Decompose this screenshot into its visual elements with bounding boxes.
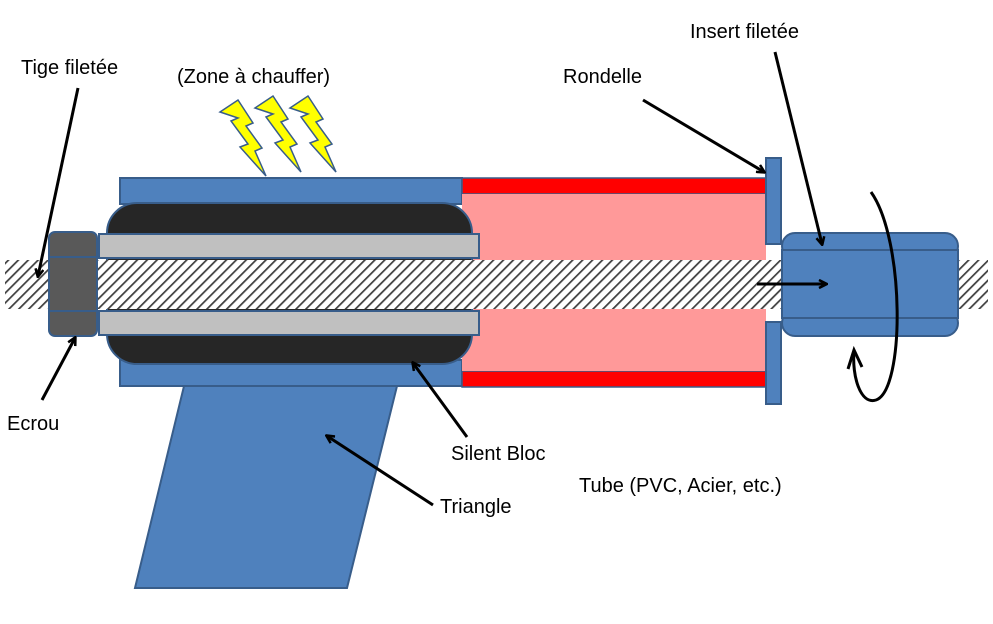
lower-sleeve [98, 310, 480, 336]
arrow-ecrou [40, 338, 75, 401]
washer-upper [765, 157, 782, 245]
rotation-arrow [846, 191, 899, 402]
arrow-silent-bloc [413, 363, 469, 438]
upper-sleeve [98, 233, 480, 259]
triangle-part [133, 381, 400, 589]
tube-top-wall [461, 177, 767, 195]
label-tige-filetee: Tige filetée [21, 57, 119, 79]
lightning-bolt-icon [218, 94, 337, 177]
arrow-insert [773, 51, 822, 244]
label-tube: Tube (PVC, Acier, etc.) [579, 475, 782, 497]
arrow-rondelle [642, 98, 764, 172]
nut-part [48, 231, 98, 337]
label-triangle: Triangle [440, 496, 512, 518]
label-ecrou: Ecrou [7, 413, 60, 435]
top-plate [119, 177, 463, 205]
label-rondelle: Rondelle [563, 66, 642, 88]
washer-lower [765, 321, 782, 405]
label-zone-a-chauffer: (Zone à chauffer) [177, 66, 331, 88]
label-silent-bloc: Silent Bloc [451, 443, 546, 465]
tube-bottom-wall [461, 370, 767, 388]
label-insert-filetee: Insert filetée [690, 21, 799, 43]
arrow-tige [38, 87, 80, 276]
arrow-triangle [327, 436, 434, 507]
leader-arrows [38, 51, 826, 507]
